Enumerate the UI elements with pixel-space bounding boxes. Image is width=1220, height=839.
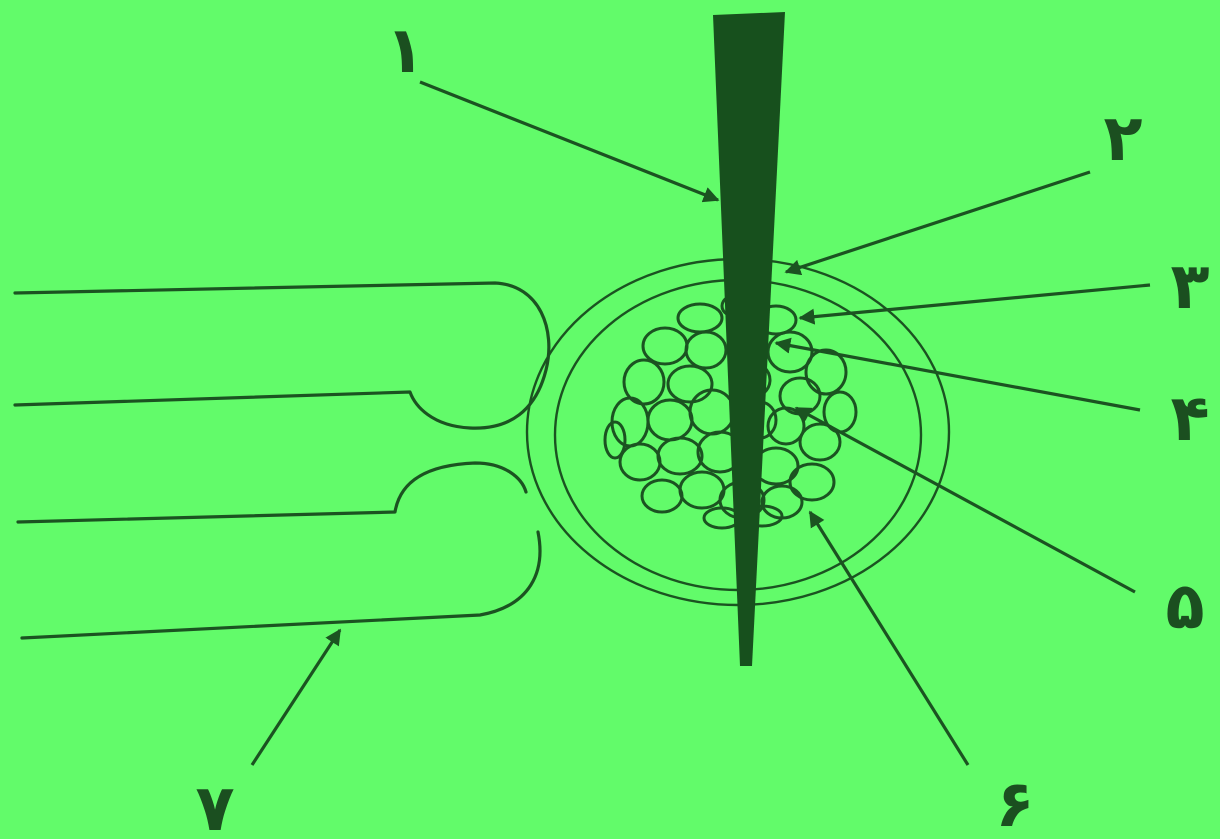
leader-4 bbox=[776, 343, 1140, 410]
label-1: ۱ bbox=[385, 14, 424, 88]
label-5: ۵ bbox=[1165, 570, 1204, 644]
cell bbox=[790, 464, 834, 500]
label-7: ۷ bbox=[195, 772, 234, 839]
cell bbox=[605, 422, 625, 458]
holding-pipette bbox=[15, 283, 549, 638]
leader-7 bbox=[252, 630, 340, 765]
cell bbox=[658, 438, 702, 474]
cell bbox=[806, 350, 846, 394]
label-4: ۴ bbox=[1170, 382, 1209, 456]
pipette-upper-wall bbox=[15, 283, 549, 428]
cell bbox=[620, 444, 660, 480]
cell bbox=[680, 472, 724, 508]
pipette-lower-wall-inner bbox=[18, 463, 526, 522]
cell bbox=[690, 390, 734, 434]
cell bbox=[686, 332, 726, 368]
pipette-lower-wall-outer bbox=[22, 532, 540, 638]
label-6: ۶ bbox=[995, 768, 1034, 839]
number-labels: ۱ ۲ ۳ ۴ ۵ ۶ ۷ bbox=[195, 14, 1209, 839]
cell bbox=[642, 480, 682, 512]
cell bbox=[643, 328, 687, 364]
leader-2 bbox=[786, 172, 1090, 272]
cell bbox=[668, 366, 712, 402]
label-2: ۲ bbox=[1103, 102, 1142, 176]
label-3: ۳ bbox=[1170, 250, 1209, 324]
leader-6 bbox=[810, 512, 968, 765]
leader-lines bbox=[252, 82, 1150, 765]
cell bbox=[648, 400, 692, 440]
cell bbox=[678, 304, 722, 332]
leader-3 bbox=[800, 285, 1150, 318]
leader-5 bbox=[796, 408, 1135, 592]
leader-1 bbox=[420, 82, 718, 200]
